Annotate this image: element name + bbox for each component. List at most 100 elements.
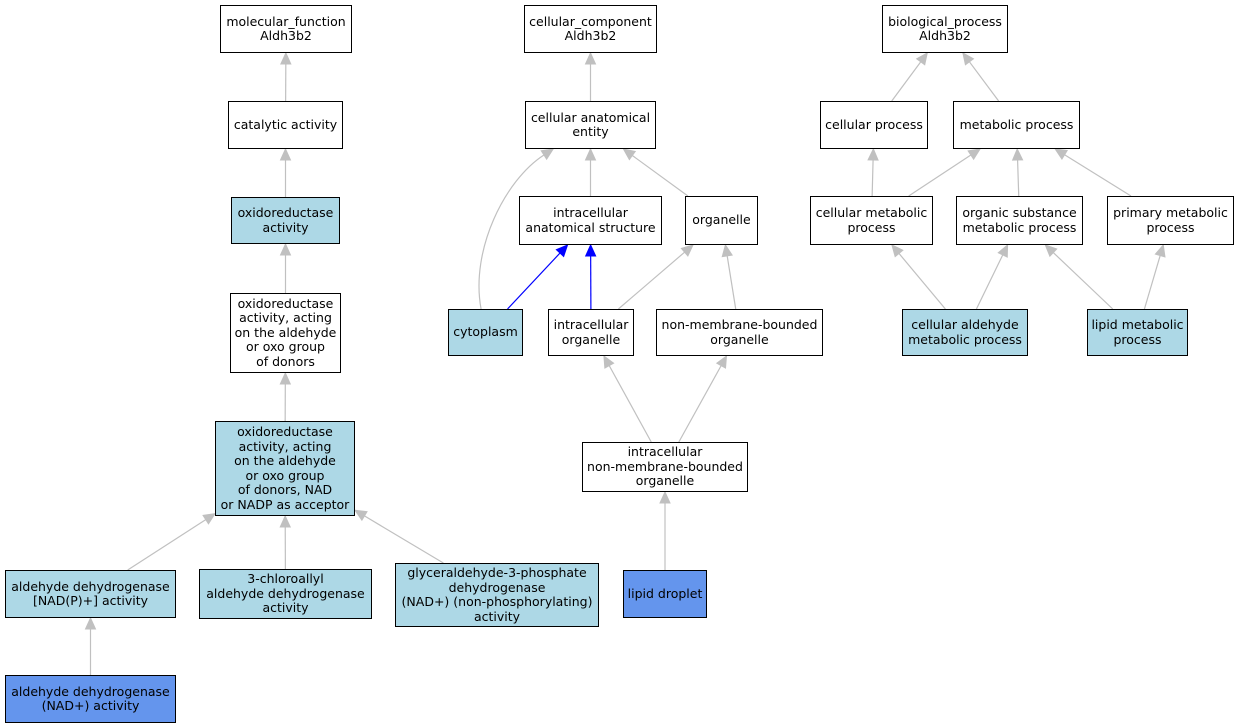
- edge-aldh_nad-to-aldh_nadp: [84, 616, 97, 675]
- edge-aldh_nadp-to-oxido_nad: [127, 513, 217, 571]
- edge-lipid_droplet-to-inmbo: [659, 490, 671, 570]
- node-non-membrane-bounded-organelle[interactable]: non-membrane-bounded organelle: [656, 309, 823, 356]
- edge-arrowhead: [279, 371, 292, 385]
- edge-chloroallyl-to-oxido_nad: [279, 514, 292, 570]
- edge-cell_proc-to-bp_root: [891, 52, 928, 102]
- edge-arrowhead: [540, 148, 555, 161]
- node-oxidoreductase-nad-acceptor[interactable]: oxidoreductase activity, acting on the a…: [215, 421, 355, 516]
- edge-line: [1052, 252, 1114, 310]
- node-intracellular-organelle[interactable]: intracellular organelle: [548, 309, 634, 356]
- node-cellular-metabolic-process[interactable]: cellular metabolic process: [810, 196, 933, 245]
- edge-arrowhead: [715, 354, 728, 369]
- edge-arrowhead: [280, 51, 292, 65]
- node-cellular-component-root[interactable]: cellular_component Aldh3b2: [524, 5, 657, 53]
- edge-oxido_nad-to-oxido_aldehyde: [279, 371, 292, 422]
- node-lipid-droplet[interactable]: lipid droplet: [623, 570, 707, 618]
- node-organic-substance-metabolic-process[interactable]: organic substance metabolic process: [956, 196, 1083, 245]
- edge-line: [364, 515, 444, 564]
- edge-arrowhead: [659, 490, 671, 504]
- node-intracellular-anatomical-structure[interactable]: intracellular anatomical structure: [519, 196, 662, 245]
- node-3-chloroallyl-aldehyde-dehydrogenase[interactable]: 3-chloroallyl aldehyde dehydrogenase act…: [199, 569, 372, 619]
- node-cellular-anatomical-entity[interactable]: cellular anatomical entity: [525, 101, 656, 149]
- edge-arrowhead: [997, 243, 1009, 258]
- edge-cytoplasm-to-ias: [507, 244, 569, 310]
- edge-oxido_aldehyde-to-oxidoreductase: [279, 242, 292, 293]
- edge-arrowhead: [279, 514, 292, 528]
- node-cytoplasm[interactable]: cytoplasm: [448, 309, 523, 356]
- node-cellular-aldehyde-metabolic-process[interactable]: cellular aldehyde metabolic process: [902, 309, 1028, 356]
- node-glyceraldehyde-3-phosphate-dehydrogenase[interactable]: glyceraldehyde-3-phosphate dehydrogenase…: [395, 563, 599, 627]
- node-cellular-process[interactable]: cellular process: [820, 101, 928, 149]
- node-oxidoreductase-activity[interactable]: oxidoreductase activity: [231, 197, 340, 244]
- edge-oxidoreductase-to-catalytic: [279, 147, 292, 197]
- node-primary-metabolic-process[interactable]: primary metabolic process: [1107, 196, 1234, 245]
- edge-arrowhead: [279, 147, 292, 161]
- edge-intra_org-to-organelle: [617, 244, 694, 310]
- node-organelle[interactable]: organelle: [685, 196, 758, 245]
- edge-cell_ald-to-cell_met: [891, 244, 946, 310]
- node-biological-process-root[interactable]: biological_process Aldh3b2: [882, 5, 1008, 53]
- edge-arrowhead: [584, 147, 597, 161]
- edge-arrowhead: [891, 244, 904, 258]
- edge-cell_ald-to-org_sub: [975, 243, 1009, 310]
- edge-arrowhead: [1054, 148, 1069, 160]
- edge-cell_met-to-cell_proc: [867, 147, 879, 197]
- edge-line: [507, 252, 561, 310]
- edge-arrowhead: [1154, 243, 1166, 258]
- edge-cytoplasm-to-cae: [478, 148, 555, 310]
- edge-arrowhead: [279, 242, 292, 256]
- edge-arrowhead: [1011, 147, 1024, 161]
- edge-line: [726, 255, 737, 310]
- edge-line: [608, 365, 652, 443]
- edge-gapdh-to-oxido_nad: [353, 509, 444, 564]
- edge-arrowhead: [353, 509, 368, 522]
- node-aldehyde-dehydrogenase-nad[interactable]: aldehyde dehydrogenase (NAD+) activity: [5, 675, 176, 723]
- edge-cae-to-cc_root: [584, 51, 597, 101]
- edge-arrowhead: [202, 513, 217, 525]
- edge-line: [871, 159, 874, 197]
- edge-arrowhead: [622, 148, 637, 161]
- edge-organelle-to-cae: [622, 148, 689, 197]
- edge-line: [631, 154, 689, 197]
- edge-arrowhead: [584, 51, 597, 65]
- edge-lipid_met-to-prim_met: [1143, 243, 1166, 310]
- edge-arrowhead: [867, 147, 879, 161]
- edge-line: [891, 61, 922, 102]
- edge-intra_org-to-ias: [584, 243, 597, 310]
- edge-line: [975, 254, 1004, 310]
- edge-line: [678, 365, 722, 443]
- edge-arrowhead: [603, 354, 615, 369]
- edge-arrowhead: [1044, 244, 1058, 258]
- node-molecular-function-root[interactable]: molecular_function Aldh3b2: [220, 5, 352, 53]
- edge-met_proc-to-bp_root: [962, 52, 1000, 102]
- node-metabolic-process[interactable]: metabolic process: [953, 101, 1080, 149]
- node-aldehyde-dehydrogenase-nadp[interactable]: aldehyde dehydrogenase [NAD(P)+] activit…: [5, 570, 176, 618]
- edge-arrowhead: [967, 148, 982, 161]
- edge-nmbo-to-organelle: [721, 243, 737, 310]
- edge-ias-to-cae: [584, 147, 597, 196]
- edge-lipid_met-to-org_sub: [1044, 244, 1114, 310]
- edge-catalytic-to-mf_root: [280, 51, 292, 102]
- edge-arrowhead: [84, 616, 97, 630]
- edge-line: [908, 154, 972, 197]
- edge-line: [617, 251, 685, 310]
- edge-line: [968, 61, 1000, 102]
- edge-cell_met-to-met_proc: [908, 148, 982, 197]
- edge-arrowhead: [962, 52, 975, 66]
- edge-arrowhead: [584, 243, 597, 257]
- node-lipid-metabolic-process[interactable]: lipid metabolic process: [1087, 309, 1188, 356]
- edge-arrowhead: [680, 244, 694, 257]
- edge-arrowhead: [555, 244, 569, 258]
- node-intracellular-non-membrane-bounded-organelle[interactable]: intracellular non-membrane-bounded organ…: [582, 442, 748, 492]
- edge-line: [127, 519, 207, 571]
- edge-org_sub-to-met_proc: [1011, 147, 1024, 197]
- edge-prim_met-to-met_proc: [1054, 148, 1132, 197]
- edge-line: [478, 154, 545, 310]
- edge-arrowhead: [721, 243, 733, 258]
- node-catalytic-activity[interactable]: catalytic activity: [228, 101, 343, 149]
- edge-line: [1017, 159, 1020, 197]
- node-oxidoreductase-aldehyde-donors[interactable]: oxidoreductase activity, acting on the a…: [230, 293, 341, 373]
- edge-inmbo-to-intra_org: [603, 354, 652, 443]
- edge-arrowhead: [915, 52, 928, 66]
